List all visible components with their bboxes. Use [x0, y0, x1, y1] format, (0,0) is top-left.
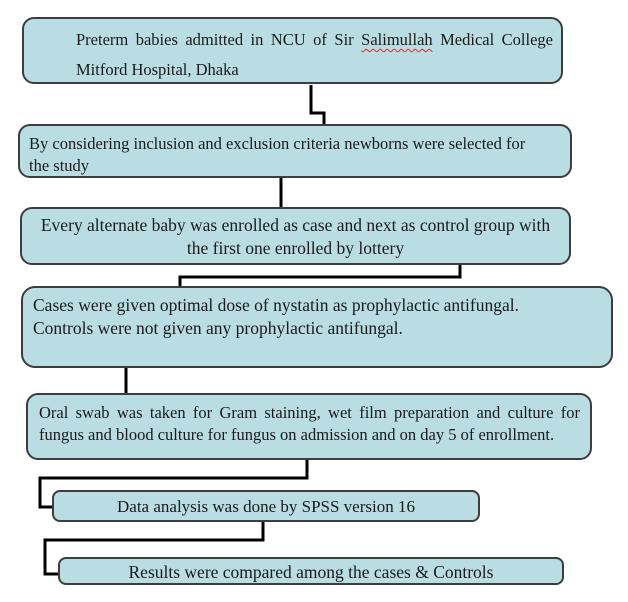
flow-box-data-analysis-spss: Data analysis was done by SPSS version 1… — [52, 490, 480, 522]
flow-box-inclusion-exclusion-criteria: By considering inclusion and exclusion c… — [18, 124, 572, 178]
connector-box3-box4 — [178, 264, 462, 287]
flow-box-line: Preterm babies admitted in NCU of Sir Sa… — [76, 25, 553, 55]
text-segment: Medical College — [440, 30, 554, 49]
flow-box-line: Cases were given optimal dose of nystati… — [33, 295, 519, 315]
flow-box-line: the first one enrolled by lottery — [186, 238, 405, 258]
flow-box-line: Controls were not given any prophylactic… — [33, 318, 403, 338]
flow-box-preterm-babies-admitted: Preterm babies admitted in NCU of Sir Sa… — [22, 17, 563, 84]
flow-box-results-compared: Results were compared among the cases & … — [58, 557, 564, 585]
flow-box-line: Every alternate baby was enrolled as cas… — [40, 215, 551, 235]
connector-box1-box2 — [309, 85, 326, 125]
text-segment: Preterm babies admitted in NCU of Sir — [76, 30, 354, 49]
flow-box-line: Data analysis was done by SPSS version 1… — [117, 497, 415, 516]
connector-box6-box7 — [43, 521, 265, 576]
flow-box-line: Oral swab was taken for Gram staining, w… — [39, 403, 580, 422]
flow-box-line: the study — [29, 156, 90, 175]
flow-box-line: Results were compared among the cases & … — [128, 562, 494, 582]
flow-box-line: Mitford Hospital, Dhaka — [76, 60, 239, 79]
misspelled-word-squiggle: Salimullah — [361, 30, 433, 49]
connector-box5-box6 — [38, 459, 309, 509]
flow-box-alternate-enrollment: Every alternate baby was enrolled as cas… — [20, 207, 571, 265]
flow-box-line: By considering inclusion and exclusion c… — [29, 134, 526, 153]
flow-box-oral-swab-cultures: Oral swab was taken for Gram staining, w… — [26, 393, 592, 460]
flow-box-line: fungus and blood culture for fungus on a… — [39, 425, 555, 444]
flow-box-nystatin-prophylaxis: Cases were given optimal dose of nystati… — [21, 286, 613, 368]
